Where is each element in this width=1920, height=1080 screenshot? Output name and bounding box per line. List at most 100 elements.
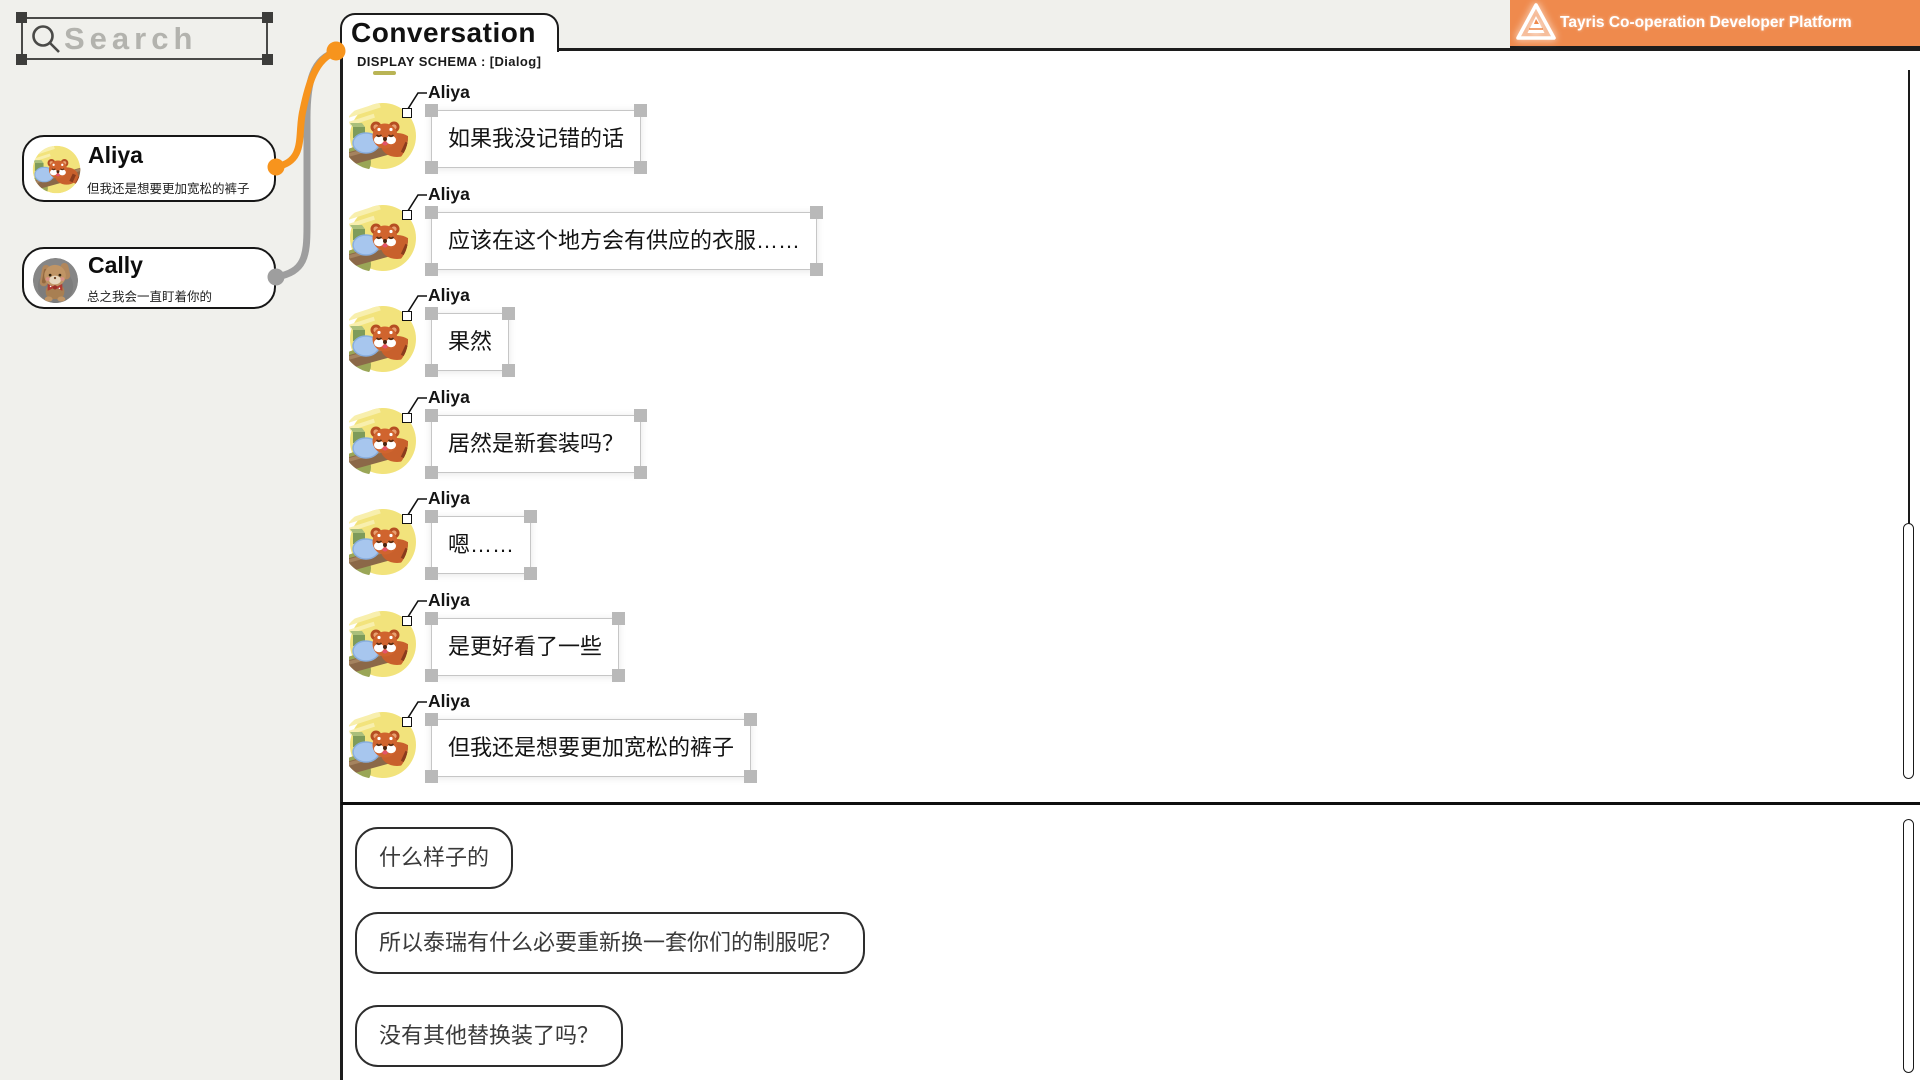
avatar-name-connector xyxy=(405,701,427,722)
resize-handle[interactable] xyxy=(612,611,626,625)
avatar-name-connector xyxy=(405,193,427,214)
options-divider xyxy=(341,802,1920,805)
selection-handle[interactable] xyxy=(262,12,273,23)
resize-handle[interactable] xyxy=(425,104,438,117)
node-anchor-icon[interactable] xyxy=(402,311,412,321)
message-list: Aliya 如果我没记错的话 xyxy=(340,82,1640,793)
search-input[interactable] xyxy=(64,20,244,57)
panel-top-border xyxy=(556,48,1920,51)
node-anchor-icon[interactable] xyxy=(402,209,412,220)
resize-handle[interactable] xyxy=(810,262,824,276)
node-anchor-icon[interactable] xyxy=(402,717,412,727)
message-row: Aliya 应该在这个地方会有供应的衣服…… xyxy=(340,184,1640,286)
resize-handle[interactable] xyxy=(425,408,438,422)
aliya-avatar xyxy=(349,204,417,272)
contact-card-aliya[interactable]: Aliya 但我还是想要更加宽松的裤子 xyxy=(22,135,276,202)
resize-handle[interactable] xyxy=(425,510,438,523)
tab-conversation[interactable]: Conversation xyxy=(340,13,559,52)
conversation-scroll-track[interactable] xyxy=(1908,70,1910,525)
resize-handle[interactable] xyxy=(425,161,438,174)
selection-handle[interactable] xyxy=(262,54,273,65)
message-bubble[interactable]: 但我还是想要更加宽松的裤子 xyxy=(425,713,758,783)
resize-handle[interactable] xyxy=(634,408,648,422)
avatar-name-connector xyxy=(405,599,427,620)
message-row: Aliya 果然 xyxy=(340,285,1640,387)
resize-handle[interactable] xyxy=(744,770,758,783)
avatar-name-connector xyxy=(405,396,427,417)
banner-title: Tayris Co-operation Developer Platform xyxy=(1560,14,1852,31)
message-speaker: Aliya xyxy=(428,285,470,305)
resize-handle[interactable] xyxy=(425,770,438,783)
conversation-scroll-thumb[interactable] xyxy=(1903,523,1914,779)
message-text: 居然是新套装吗？ xyxy=(448,430,625,456)
options-scroll-thumb[interactable] xyxy=(1903,819,1914,1073)
reply-option-button[interactable]: 所以泰瑞有什么必要重新换一套你们的制服呢？ xyxy=(355,912,866,974)
resize-handle[interactable] xyxy=(425,567,438,580)
aliya-avatar xyxy=(349,305,417,373)
message-bubble[interactable]: 是更好看了一些 xyxy=(425,611,626,682)
message-bubble[interactable]: 如果我没记错的话 xyxy=(425,104,648,174)
message-text: 如果我没记错的话 xyxy=(448,126,625,151)
resize-handle[interactable] xyxy=(502,307,516,320)
schema-underline-mark xyxy=(373,71,396,75)
message-speaker: Aliya xyxy=(428,183,470,204)
resize-handle[interactable] xyxy=(810,205,824,219)
contact-card-cally[interactable]: Cally 总之我会一直盯着你的 xyxy=(22,247,276,309)
message-bubble[interactable]: 应该在这个地方会有供应的衣服…… xyxy=(425,205,824,276)
node-anchor-icon[interactable] xyxy=(402,514,412,524)
reply-option-label: 什么样子的 xyxy=(379,845,490,870)
resize-handle[interactable] xyxy=(425,611,438,625)
reply-option-label: 没有其他替换装了吗？ xyxy=(379,1023,600,1048)
resize-handle[interactable] xyxy=(425,262,438,276)
message-text: 但我还是想要更加宽松的裤子 xyxy=(448,735,735,760)
tab-label: Conversation xyxy=(351,16,536,48)
aliya-avatar xyxy=(32,145,81,194)
search-icon xyxy=(32,24,60,53)
message-speaker: Aliya xyxy=(428,386,470,407)
schema-label: DISPLAY SCHEMA : [Dialog] xyxy=(357,54,542,69)
aliya-avatar xyxy=(349,610,417,678)
resize-handle[interactable] xyxy=(524,567,538,580)
wire-aliya xyxy=(275,48,338,171)
message-text: 果然 xyxy=(448,329,493,354)
resize-handle[interactable] xyxy=(425,668,438,682)
node-anchor-icon[interactable] xyxy=(402,412,412,423)
resize-handle[interactable] xyxy=(612,668,626,682)
cally-avatar xyxy=(32,257,79,304)
node-anchor-icon[interactable] xyxy=(402,108,412,118)
resize-handle[interactable] xyxy=(634,161,648,174)
resize-handle[interactable] xyxy=(425,364,438,377)
resize-handle[interactable] xyxy=(425,205,438,219)
aliya-avatar xyxy=(349,508,417,576)
search-node[interactable] xyxy=(16,12,273,65)
contact-name: Cally xyxy=(88,252,143,278)
reply-option-label: 所以泰瑞有什么必要重新换一套你们的制服呢？ xyxy=(379,930,842,955)
message-bubble[interactable]: 居然是新套装吗？ xyxy=(425,408,648,479)
resize-handle[interactable] xyxy=(502,364,516,377)
message-row: Aliya 如果我没记错的话 xyxy=(340,82,1640,184)
node-anchor-icon[interactable] xyxy=(402,615,412,626)
resize-handle[interactable] xyxy=(425,307,438,320)
wire-cally xyxy=(275,48,338,281)
aliya-avatar xyxy=(349,102,417,170)
message-row: Aliya 但我还是想要更加宽松的裤子 xyxy=(340,691,1640,793)
selection-handle[interactable] xyxy=(16,54,27,65)
avatar-name-connector xyxy=(405,498,427,519)
resize-handle[interactable] xyxy=(634,104,648,117)
message-speaker: Aliya xyxy=(428,488,470,508)
contact-name: Aliya xyxy=(88,142,143,168)
message-bubble[interactable]: 果然 xyxy=(425,307,516,377)
resize-handle[interactable] xyxy=(425,713,438,726)
resize-handle[interactable] xyxy=(524,510,538,523)
reply-option-button[interactable]: 什么样子的 xyxy=(355,827,514,889)
message-row: Aliya 是更好看了一些 xyxy=(340,590,1640,692)
panel-left-border xyxy=(340,30,343,1080)
reply-option-button[interactable]: 没有其他替换装了吗？ xyxy=(355,1005,624,1067)
resize-handle[interactable] xyxy=(425,465,438,479)
message-bubble[interactable]: 嗯…… xyxy=(425,510,538,580)
resize-handle[interactable] xyxy=(744,713,758,726)
selection-handle[interactable] xyxy=(16,12,27,23)
resize-handle[interactable] xyxy=(634,465,648,479)
platform-banner: Tayris Co-operation Developer Platform xyxy=(1510,0,1920,48)
